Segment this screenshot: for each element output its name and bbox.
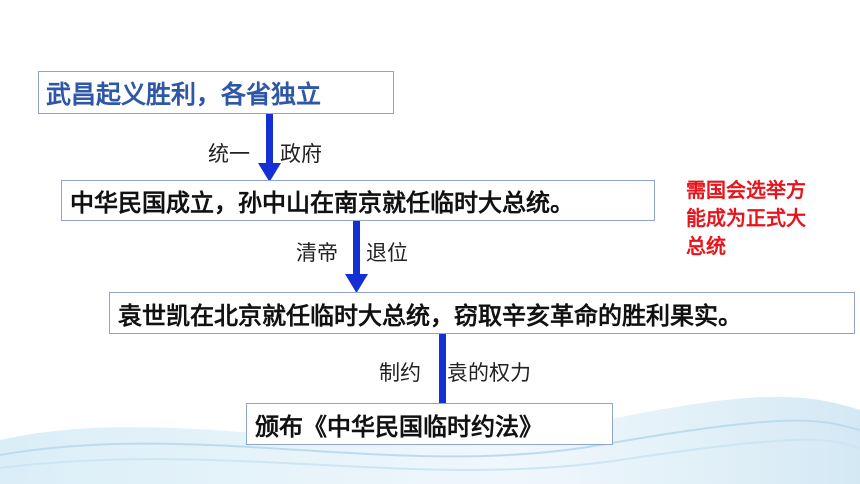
side-note: 需国会选举方 能成为正式大 总统 [686,176,846,260]
label-yuan-power: 袁的权力 [447,361,531,385]
note-line: 总统 [686,234,726,258]
label-government: 政府 [280,142,322,166]
box-yuan-shikai: 袁世凯在北京就任临时大总统，窃取辛亥革命的胜利果实。 [109,292,855,334]
box-wuchang-uprising: 武昌起义胜利，各省独立 [38,71,394,114]
label-restrict: 制约 [379,361,421,385]
label-qing-emperor: 清帝 [296,241,338,265]
box-text: 中华民国成立，孙中山在南京就任临时大总统。 [70,189,574,217]
label-unify: 统一 [208,142,250,166]
note-line: 能成为正式大 [686,206,806,230]
box-text: 武昌起义胜利，各省独立 [46,79,322,109]
label-abdicate: 退位 [366,241,408,265]
box-text: 颁布《中华民国临时约法》 [255,412,543,441]
box-roc-founded: 中华民国成立，孙中山在南京就任临时大总统。 [61,180,655,221]
note-line: 需国会选举方 [686,178,806,202]
box-text: 袁世凯在北京就任临时大总统，窃取辛亥革命的胜利果实。 [118,301,742,330]
box-provisional-constitution: 颁布《中华民国临时约法》 [246,403,613,445]
